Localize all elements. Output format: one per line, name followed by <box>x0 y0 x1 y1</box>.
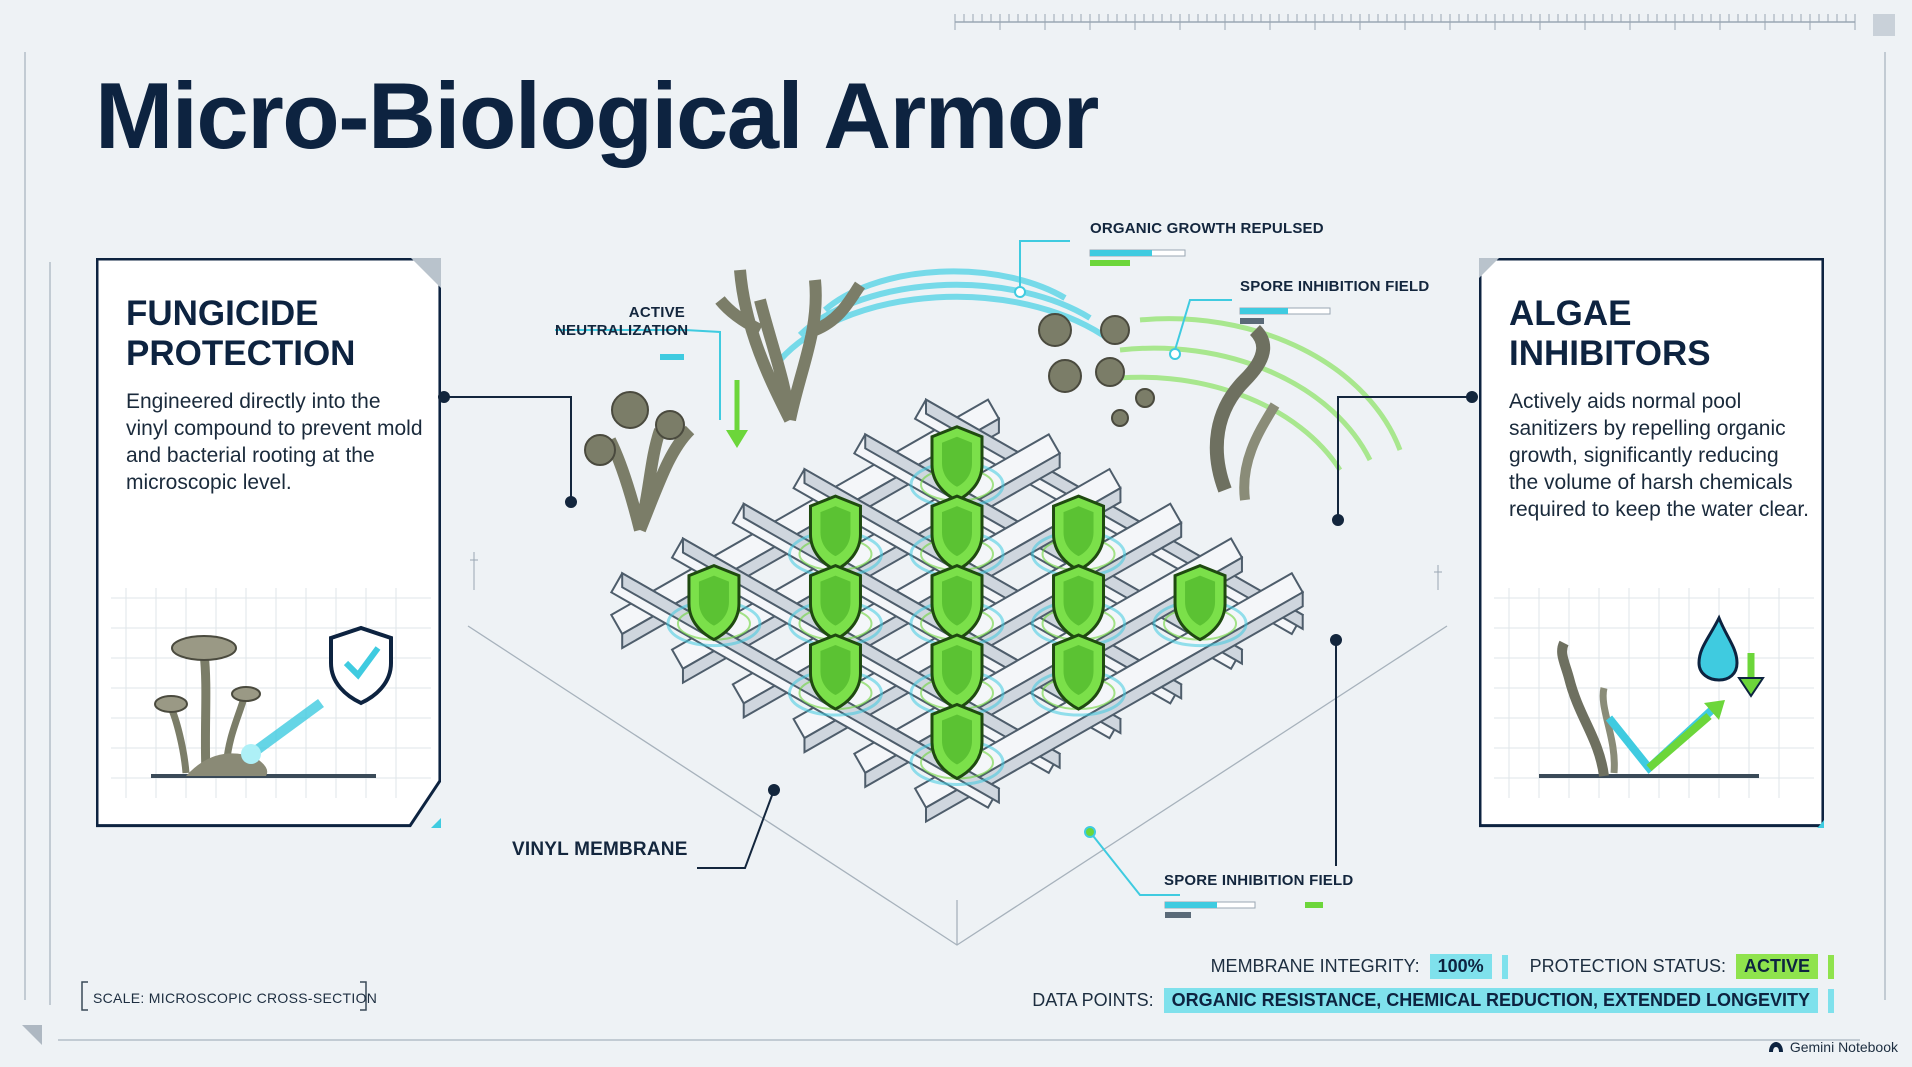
brand-label: Gemini Notebook <box>1789 1039 1898 1055</box>
organic-growth-repulsed-label: ORGANIC GROWTH REPULSED <box>1090 220 1324 237</box>
panel-description: Engineered directly into the vinyl compo… <box>126 390 423 494</box>
algae-panel: ALGAE INHIBITORS Actively aids normal po… <box>1479 258 1824 828</box>
membrane-integrity-value: 100% <box>1429 954 1492 979</box>
panel-description: Actively aids normal pool sanitizers by … <box>1509 390 1810 521</box>
spore-inhibition-field-label: SPORE INHIBITION FIELD <box>1164 872 1354 889</box>
shield-icon <box>909 633 1005 717</box>
data-points-row: DATA POINTS: ORGANIC RESISTANCE, CHEMICA… <box>1032 988 1834 1013</box>
panel-title: FUNGICIDE PROTECTION <box>126 294 356 373</box>
shield-icon <box>1031 494 1127 578</box>
page-title: Micro-Biological Armor <box>95 63 1099 168</box>
status-row: MEMBRANE INTEGRITY: 100% PROTECTION STAT… <box>1211 954 1834 979</box>
membrane-integrity-label: MEMBRANE INTEGRITY: <box>1210 956 1420 976</box>
shield-icon <box>1152 563 1248 648</box>
brand-icon <box>1768 1042 1783 1052</box>
shield-icon <box>787 633 883 717</box>
algae-droplet-icon <box>1539 614 1765 778</box>
data-points-label: DATA POINTS: <box>1032 990 1154 1010</box>
separator <box>1828 954 1834 979</box>
mushroom-shield-icon <box>151 625 393 778</box>
fungicide-panel: FUNGICIDE PROTECTION Engineered directly… <box>96 258 441 828</box>
shield-icon <box>909 494 1005 578</box>
shield-icon <box>666 563 762 648</box>
separator <box>1828 988 1834 1013</box>
separator <box>1501 954 1508 979</box>
shield-icon <box>909 702 1005 786</box>
protection-status-label: PROTECTION STATUS: <box>1529 956 1726 976</box>
scale-label: SCALE: MICROSCOPIC CROSS-SECTION <box>93 990 378 1006</box>
spore-inhibition-field-label: SPORE INHIBITION FIELD <box>1240 278 1430 295</box>
active-neutralization-label: ACTIVE NEUTRALIZATION <box>555 304 689 339</box>
shield-icon <box>787 494 883 578</box>
brand: Gemini Notebook <box>1768 1039 1898 1055</box>
protection-status-value: ACTIVE <box>1735 954 1818 979</box>
shield-icon <box>787 563 883 648</box>
panel-title: ALGAE INHIBITORS <box>1509 294 1711 373</box>
vinyl-membrane-label: VINYL MEMBRANE <box>512 839 688 860</box>
data-points-value: ORGANIC RESISTANCE, CHEMICAL REDUCTION, … <box>1163 988 1818 1013</box>
shield-icon <box>1031 563 1127 648</box>
shield-icon <box>1031 633 1127 717</box>
